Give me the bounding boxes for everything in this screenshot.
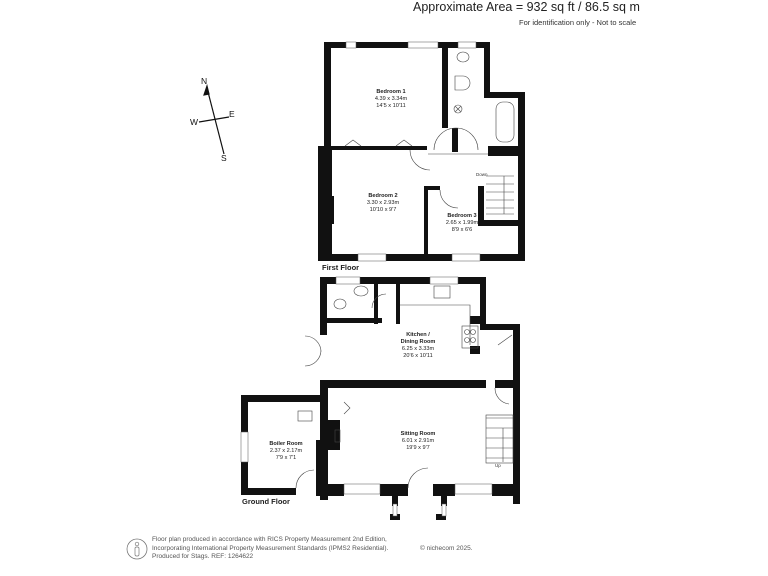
footer-line-1: Floor plan produced in accordance with R… (152, 536, 387, 543)
room-metric: 6.01 x 2.91m (401, 438, 435, 444)
scale-disclaimer: For identification only - Not to scale (519, 18, 637, 27)
ground-floor-windows (240, 276, 493, 517)
ground-floor-fixtures (295, 285, 514, 489)
room-metric: 3.30 x 2.93m (366, 200, 400, 206)
room-metric: 2.37 x 2.17m (269, 448, 303, 454)
room-metric: 6.25 x 3.33m (401, 346, 435, 352)
compass-west: W (190, 117, 199, 127)
stairs-up-label: Up (495, 463, 501, 468)
ground-floor-walls (241, 277, 520, 520)
first-floor-label: First Floor (322, 263, 360, 272)
area-title: Approximate Area = 932 sq ft / 86.5 sq m (413, 0, 640, 14)
room-name: Sitting Room (400, 431, 436, 437)
room-imperial: 14'5 x 10'11 (376, 103, 406, 109)
room-metric: 2.65 x 1.99m (445, 220, 479, 226)
stairs-down-label: Down (476, 172, 488, 177)
footer-line-3: Produced for Stags. REF: 1264622 (152, 553, 254, 560)
room-bedroom-3: Bedroom 3 2.65 x 1.99m 8'9 x 6'6 (446, 213, 478, 234)
footer-line-2: Incorporating International Property Mea… (152, 544, 389, 552)
room-boiler-room: Boiler Room 2.37 x 2.17m 7'9 x 7'1 (269, 441, 302, 462)
ground-floor-label: Ground Floor (242, 497, 290, 506)
person-icon (126, 538, 148, 560)
room-name: Bedroom 2 (368, 193, 398, 199)
room-name: Bedroom 1 (376, 89, 406, 95)
compass-north: N (201, 76, 208, 86)
compass-south: S (221, 153, 227, 163)
room-name-line2: Dining Room (400, 339, 436, 345)
room-metric: 4.39 x 3.34m (374, 96, 408, 102)
first-floor-fixtures (344, 51, 515, 215)
room-imperial: 8'9 x 6'6 (451, 227, 473, 233)
room-imperial: 7'9 x 7'1 (275, 455, 297, 461)
room-imperial: 20'6 x 10'11 (403, 353, 433, 359)
compass-east: E (229, 109, 235, 119)
room-kitchen-dining: Kitchen / Dining Room 6.25 x 3.33m 20'6 … (401, 332, 436, 360)
room-name: Bedroom 3 (447, 213, 477, 219)
compass-icon (198, 83, 230, 155)
room-bedroom-1: Bedroom 1 4.39 x 3.34m 14'5 x 10'11 (375, 89, 407, 110)
room-imperial: 19'9 x 9'7 (406, 445, 430, 451)
copyright: © nichecom 2025. (420, 545, 473, 552)
room-bedroom-2: Bedroom 2 3.30 x 2.93m 10'10 x 9'7 (367, 193, 399, 214)
room-sitting-room: Sitting Room 6.01 x 2.91m 19'9 x 9'7 (401, 431, 436, 452)
room-imperial: 10'10 x 9'7 (369, 207, 397, 213)
footer-notes: Floor plan produced in accordance with R… (152, 536, 388, 562)
room-name: Kitchen / (406, 332, 430, 338)
room-name: Boiler Room (269, 441, 303, 447)
first-floor-windows (345, 41, 481, 262)
first-floor-walls (318, 42, 525, 261)
